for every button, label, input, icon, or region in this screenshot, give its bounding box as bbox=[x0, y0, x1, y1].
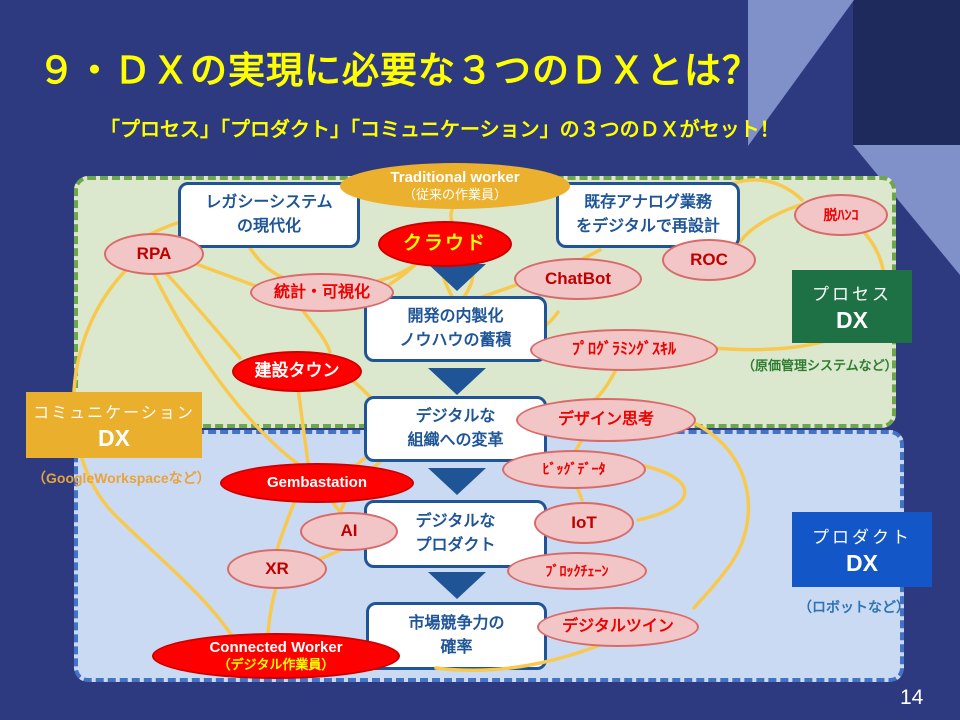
flow-box-inhouse-development: 開発の内製化 ノウハウの蓄積 bbox=[364, 296, 547, 362]
communication-dx-label: コミュニケーション DX bbox=[26, 392, 202, 458]
process-dx-line2: DX bbox=[836, 306, 868, 333]
process-dx-label: プロセス DX bbox=[792, 270, 912, 343]
ai-label: AI bbox=[340, 521, 358, 541]
iot-label: IoT bbox=[571, 512, 597, 532]
product-dx-label: プロダクト DX bbox=[792, 512, 932, 587]
connected-worker-line1: Connected Worker bbox=[209, 639, 343, 657]
roc-ellipse: ROC bbox=[662, 239, 756, 281]
datsu-hanko-ellipse: 脱ﾊﾝｺ bbox=[794, 194, 888, 236]
connected-worker-line2: （デジタル作業員） bbox=[217, 657, 335, 673]
blockchain-label: ﾌﾞﾛｯｸﾁｪｰﾝ bbox=[545, 562, 609, 579]
big-data-ellipse: ﾋﾞｯｸﾞﾃﾞｰﾀ bbox=[502, 450, 646, 489]
kensetsu-town-ellipse: 建設タウン bbox=[232, 351, 362, 392]
iot-ellipse: IoT bbox=[534, 502, 634, 544]
product-dx-line2: DX bbox=[846, 549, 878, 576]
flow-box-analog-redesign: 既存アナログ業務 をデジタルで再設計 bbox=[556, 182, 740, 248]
slide-subtitle: 「プロセス」「プロダクト」「コミュニケーション」の３つのＤＸがセット！ bbox=[100, 119, 780, 141]
flow-box-dev-text: 開発の内製化 ノウハウの蓄積 bbox=[399, 308, 512, 349]
programming-skill-label: ﾌﾟﾛｸﾞﾗﾐﾝｸﾞｽｷﾙ bbox=[571, 341, 676, 359]
design-thinking-label: デザイン思考 bbox=[557, 411, 654, 429]
connected-worker-ellipse: Connected Worker （デジタル作業員） bbox=[152, 633, 400, 679]
flow-box-legacy-text: レガシーシステム の現代化 bbox=[205, 194, 333, 235]
traditional-worker-ellipse: Traditional worker （従来の作業員） bbox=[340, 163, 570, 209]
flow-box-market-text: 市場競争力の 確率 bbox=[408, 615, 505, 656]
communication-dx-caption: （GoogleWorkspaceなど） bbox=[32, 470, 211, 486]
xr-ellipse: XR bbox=[227, 549, 327, 589]
statistics-visualization-ellipse: 統計・可視化 bbox=[250, 273, 394, 312]
rpa-ellipse: RPA bbox=[104, 233, 204, 275]
kensetsu-town-label: 建設タウン bbox=[254, 361, 340, 381]
traditional-worker-line2: （従来の作業員） bbox=[402, 187, 507, 203]
process-dx-caption: （原価管理システムなど） bbox=[742, 358, 898, 373]
gembastation-ellipse: Gembastation bbox=[220, 463, 414, 503]
flow-box-digital-organization: デジタルな 組織への変革 bbox=[364, 396, 547, 462]
cloud-label: クラウド bbox=[402, 232, 487, 254]
traditional-worker-line1: Traditional worker bbox=[390, 169, 520, 187]
cloud-ellipse: クラウド bbox=[378, 221, 512, 267]
flow-box-analog-text: 既存アナログ業務 をデジタルで再設計 bbox=[576, 194, 720, 235]
statistics-visualization-label: 統計・可視化 bbox=[273, 283, 370, 301]
rpa-label: RPA bbox=[136, 243, 172, 263]
xr-label: XR bbox=[265, 558, 289, 578]
roc-label: ROC bbox=[690, 249, 728, 269]
page-number: 14 bbox=[900, 686, 924, 709]
communication-dx-line2: DX bbox=[98, 424, 130, 451]
flow-box-legacy-modernization: レガシーシステム の現代化 bbox=[178, 182, 360, 248]
design-thinking-ellipse: デザイン思考 bbox=[516, 398, 696, 442]
communication-dx-line1: コミュニケーション bbox=[33, 404, 195, 422]
digital-twin-ellipse: デジタルツイン bbox=[537, 607, 699, 647]
product-dx-line1: プロダクト bbox=[812, 527, 912, 547]
flow-box-product-text: デジタルな プロダクト bbox=[415, 513, 496, 554]
datsu-hanko-label: 脱ﾊﾝｺ bbox=[823, 206, 859, 223]
flow-box-org-text: デジタルな 組織への変革 bbox=[407, 408, 504, 449]
big-data-label: ﾋﾞｯｸﾞﾃﾞｰﾀ bbox=[542, 461, 606, 478]
ai-ellipse: AI bbox=[300, 512, 398, 551]
gembastation-label: Gembastation bbox=[266, 474, 368, 491]
digital-twin-label: デジタルツイン bbox=[562, 618, 674, 636]
programming-skill-ellipse: ﾌﾟﾛｸﾞﾗﾐﾝｸﾞｽｷﾙ bbox=[530, 329, 718, 371]
blockchain-ellipse: ﾌﾞﾛｯｸﾁｪｰﾝ bbox=[507, 552, 647, 590]
chatbot-ellipse: ChatBot bbox=[514, 258, 642, 300]
product-dx-caption: （ロボットなど） bbox=[798, 599, 910, 615]
process-dx-line1: プロセス bbox=[812, 284, 892, 304]
slide-title: ９・ＤＸの実現に必要な３つのＤＸとは？ bbox=[38, 50, 760, 91]
chatbot-label: ChatBot bbox=[544, 268, 612, 288]
